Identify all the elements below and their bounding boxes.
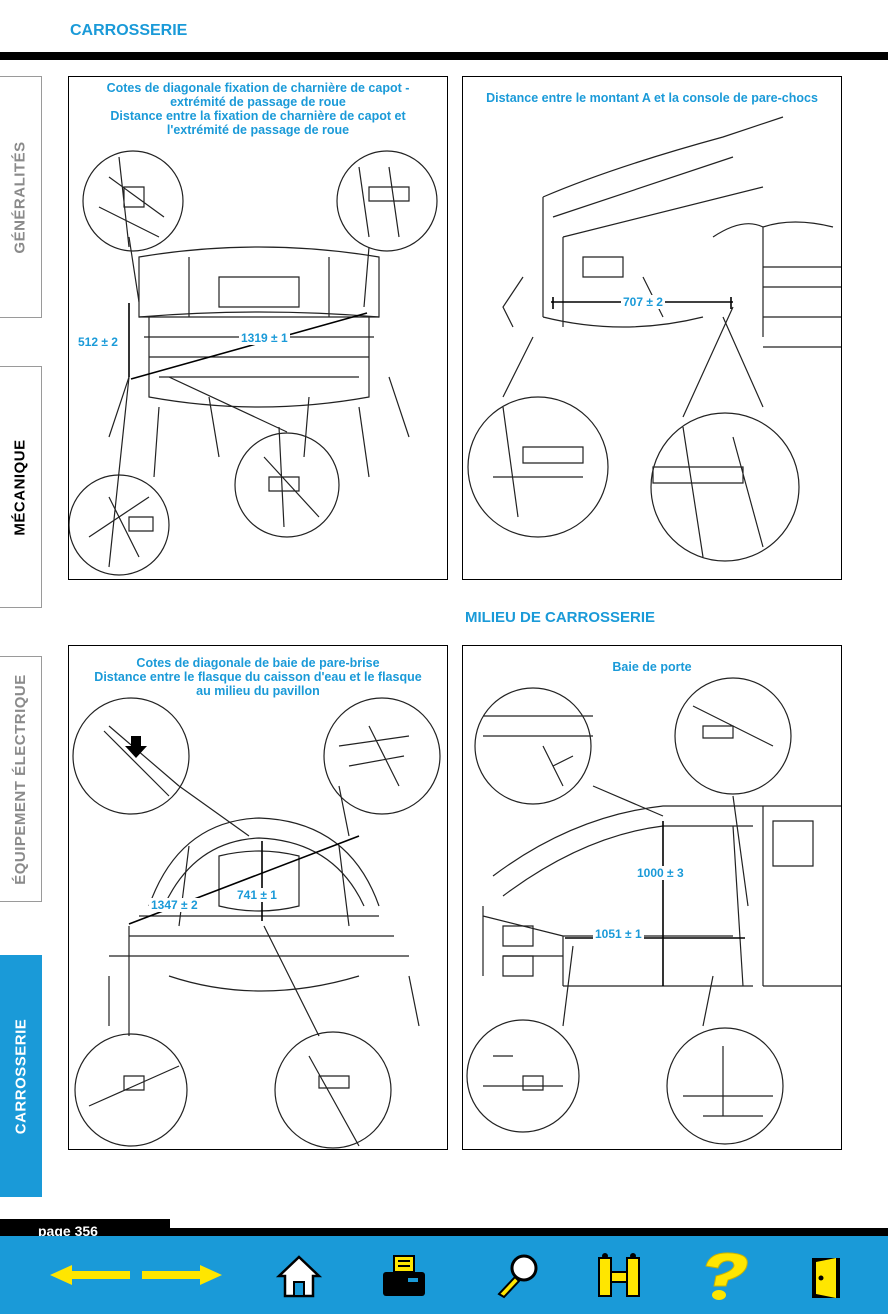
panel-title: Cotes de diagonale de baie de pare-brise… xyxy=(94,656,422,698)
section-title: MILIEU DE CARROSSERIE xyxy=(465,609,656,626)
diagram-windshield-opening: Cotes de diagonale de baie de pare-brise… xyxy=(68,645,448,1150)
tab-mecanique[interactable]: MÉCANIQUE xyxy=(0,366,42,608)
tab-generalites[interactable]: GÉNÉRALITÉS xyxy=(0,76,42,318)
panel-title: Distance entre le montant A et la consol… xyxy=(486,91,818,105)
search-icon[interactable] xyxy=(494,1252,542,1300)
page-section-title: CARROSSERIE xyxy=(70,22,188,39)
panel-title: Cotes de diagonale fixation de charnière… xyxy=(106,81,410,137)
tab-label: CARROSSERIE xyxy=(12,1018,30,1134)
a-pillar-drawing xyxy=(467,116,841,562)
footer-rule xyxy=(0,1228,888,1236)
diagram-hood-hinge-wheel-arch: Cotes de diagonale fixation de charnière… xyxy=(68,76,448,580)
windshield-drawing xyxy=(72,697,441,1149)
diagram-a-pillar-bumper-console: Distance entre le montant A et la consol… xyxy=(462,76,842,580)
footer-nav-bar xyxy=(0,1236,888,1314)
door-opening-drawing xyxy=(466,677,841,1145)
dimension-label: 1000 ± 3 xyxy=(635,866,686,880)
header-rule xyxy=(0,52,888,60)
dimension-label: 1347 ± 2 xyxy=(149,898,200,912)
tab-label: MÉCANIQUE xyxy=(12,438,30,536)
tab-label: GÉNÉRALITÉS xyxy=(12,140,29,254)
arrow-right-icon[interactable] xyxy=(142,1263,222,1287)
dimension-label: 707 ± 2 xyxy=(621,295,665,309)
exit-door-icon[interactable] xyxy=(808,1254,844,1302)
index-icon[interactable] xyxy=(596,1252,642,1300)
home-icon[interactable] xyxy=(276,1254,322,1300)
tab-equipement-electrique[interactable]: ÉQUIPEMENT ÉLECTRIQUE xyxy=(0,656,42,902)
diagram-door-opening: Baie de porte 1000 ± 3 1051 ± 1 xyxy=(462,645,842,1150)
help-icon[interactable] xyxy=(692,1250,756,1302)
tab-label: ÉQUIPEMENT ÉLECTRIQUE xyxy=(12,673,29,885)
dimension-label: 741 ± 1 xyxy=(235,888,279,902)
dimension-label: 1051 ± 1 xyxy=(593,927,644,941)
tab-carrosserie[interactable]: CARROSSERIE xyxy=(0,955,42,1197)
print-icon[interactable] xyxy=(380,1252,428,1300)
dimension-label: 1319 ± 1 xyxy=(239,331,290,345)
dimension-label: 512 ± 2 xyxy=(76,335,120,349)
panel-title: Baie de porte xyxy=(612,660,692,674)
front-structure-drawing xyxy=(69,150,438,576)
arrow-left-icon[interactable] xyxy=(50,1263,130,1287)
